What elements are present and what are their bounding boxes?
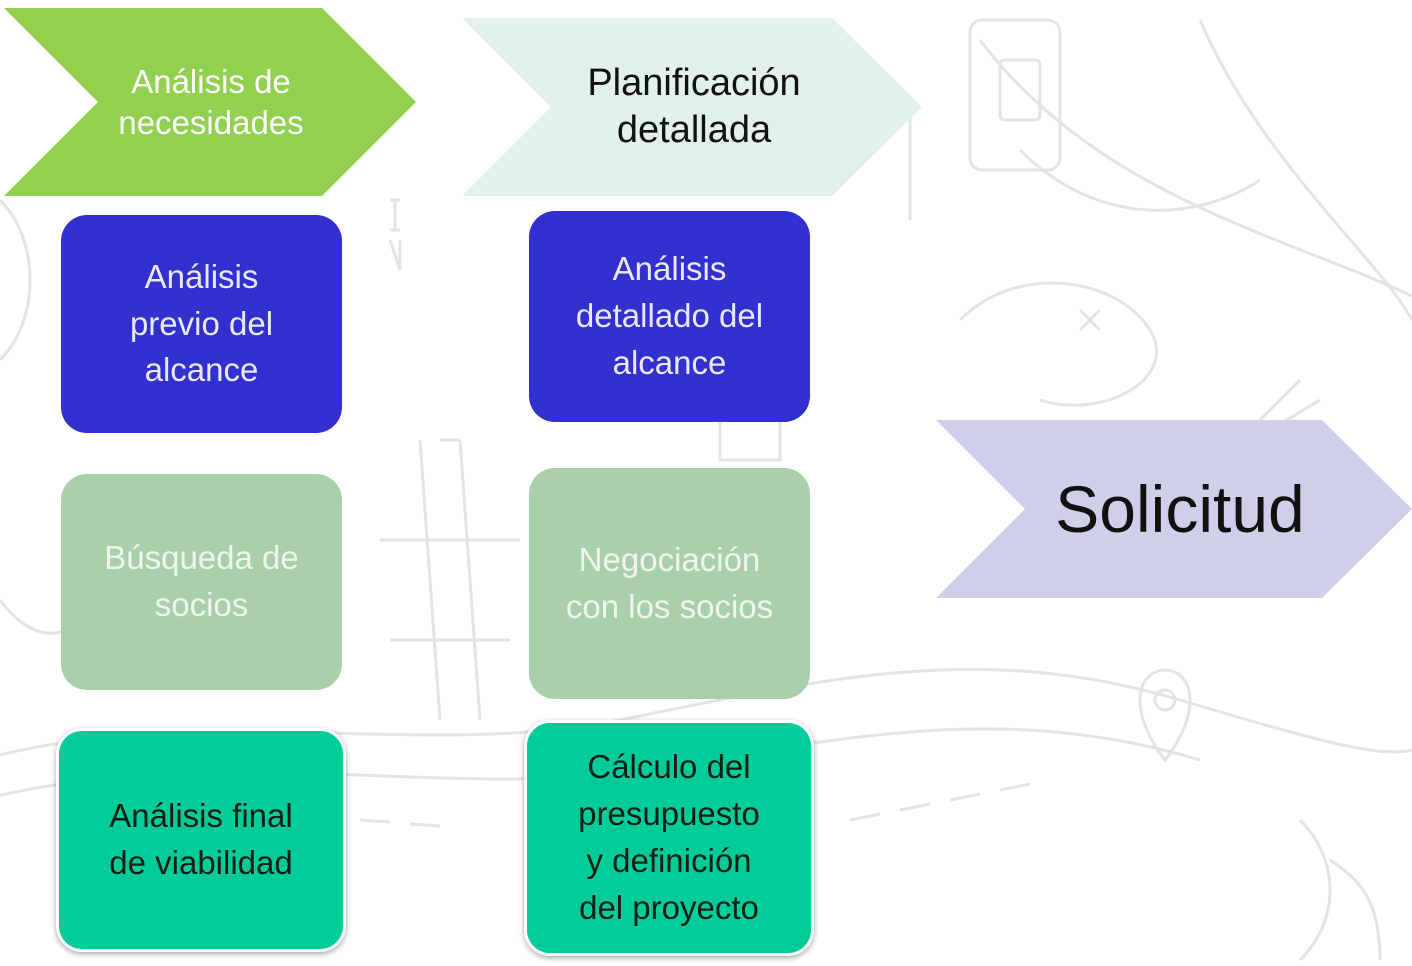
step-label: Análisis detallado del alcance bbox=[575, 250, 764, 381]
step-partner-negotiation: Negociación con los socios bbox=[529, 468, 810, 699]
chevron-shape bbox=[936, 420, 1412, 598]
chevron-shape bbox=[462, 18, 922, 196]
step-label: Búsqueda de socios bbox=[104, 539, 299, 623]
phase-label: Solicitud bbox=[1055, 471, 1305, 546]
step-label: Negociación con los socios bbox=[565, 540, 774, 625]
step-detailed-scope-analysis: Análisis detallado del alcance bbox=[529, 211, 810, 422]
step-label: Análisis previo del alcance bbox=[129, 257, 274, 389]
step-final-feasibility-analysis: Análisis final de viabilidad bbox=[56, 728, 346, 952]
phase-label: Análisis de necesidades bbox=[118, 62, 304, 141]
phase-chevron-needs-analysis: Análisis de necesidades bbox=[4, 8, 416, 196]
step-label: Análisis final de viabilidad bbox=[109, 797, 293, 881]
phase-chevron-detailed-planning: Planificación detallada bbox=[462, 18, 922, 196]
step-partner-search: Búsqueda de socios bbox=[61, 474, 342, 690]
step-label: Cálculo del presupuesto y definición del… bbox=[578, 748, 760, 926]
step-preliminary-scope-analysis: Análisis previo del alcance bbox=[61, 215, 342, 433]
chevron-shape bbox=[4, 8, 416, 196]
phase-label: Planificación detallada bbox=[587, 61, 801, 152]
phase-chevron-application: Solicitud bbox=[936, 420, 1412, 598]
step-budget-and-project-definition: Cálculo del presupuesto y definición del… bbox=[524, 720, 814, 956]
